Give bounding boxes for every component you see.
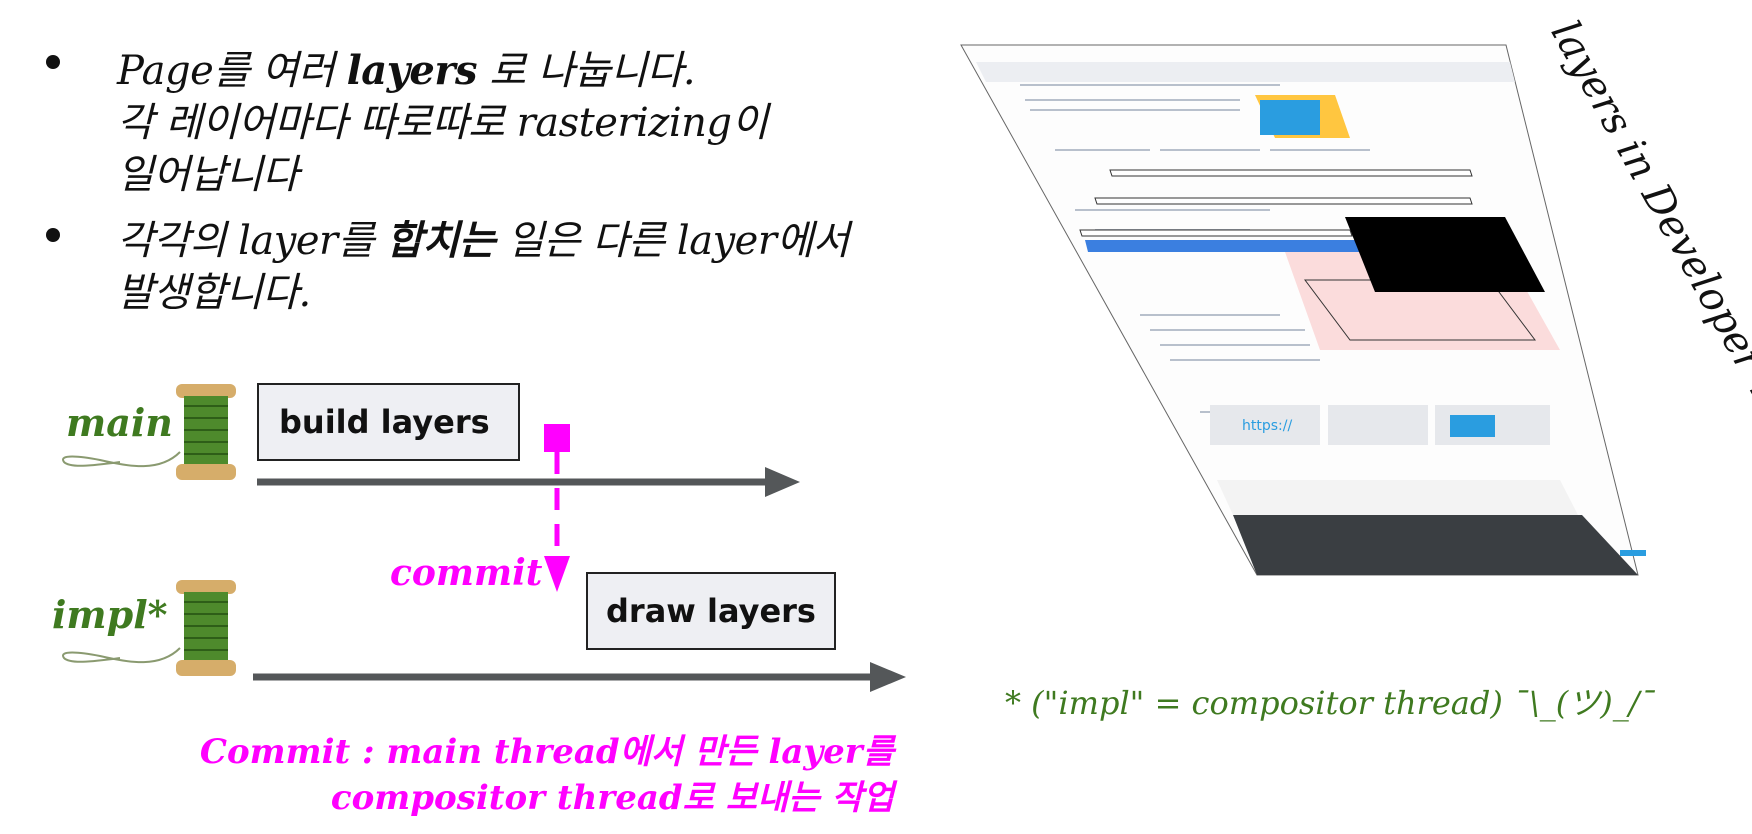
blue-bar-layer [1085,240,1398,252]
commit-note-line-1: Commit : main thread에서 만든 layer를 [199,732,894,772]
impl-timeline-arrow [253,662,906,692]
bullet-1-line-3: 일어납니다 [117,152,299,198]
impl-thread-label: impl* [52,592,168,637]
black-layer [1345,217,1545,292]
bullet-2-line-2: 발생합니다. [117,270,311,316]
build-layers-box: build layers [257,383,520,461]
main-timeline-arrow [257,467,800,497]
footer-layer [1233,515,1638,575]
draw-layers-box: draw layers [586,572,836,650]
main-thread-label: main [66,400,173,445]
https-text: https:// [1242,418,1292,434]
footnote: * ("impl" = compositor thread) ¯\_(ツ)_/¯ [1005,684,1656,722]
main-spool-icon [62,384,236,480]
impl-spool-icon [62,580,236,676]
timeline-arrows [253,424,906,692]
commit-arrow [544,424,570,592]
bullet-1-marker [46,55,60,69]
devtools-layers-view: https:// [960,44,1646,576]
bullet-1-line-1: Page를 여러 layers 로 나눕니다. [117,47,696,94]
commit-note-line-2: compositor thread로 보내는 작업 [330,778,894,818]
bullet-1-line-2: 각 레이어마다 따로따로 rasterizing이 [117,100,768,146]
commit-label: commit [390,552,543,594]
bullet-2-marker [46,228,60,242]
bullet-2-line-1: 각각의 layer를 합치는 일은 다른 layer에서 [117,217,850,264]
